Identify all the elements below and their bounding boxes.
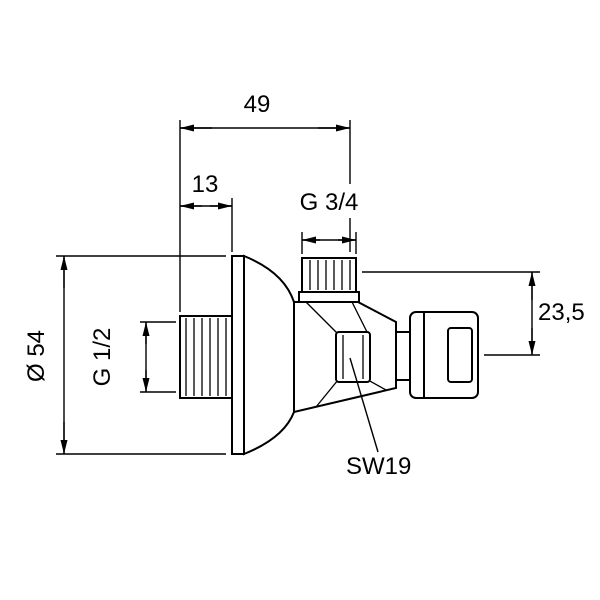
callout-wrench-size: SW19 xyxy=(346,357,411,480)
dim-label-inlet-length: 13 xyxy=(192,171,219,198)
dim-label-outlet-thread: G 3/4 xyxy=(300,189,359,216)
dim-label-flange-diameter: Ø 54 xyxy=(23,330,50,382)
dimension-total-width: 49 xyxy=(179,91,351,312)
dimension-height-offset: 23,5 xyxy=(362,271,585,356)
dimension-flange-diameter: Ø 54 xyxy=(23,255,226,455)
valve-object xyxy=(179,254,479,456)
dimension-inlet-thread: G 1/2 xyxy=(89,321,176,393)
hex-cap xyxy=(335,331,371,383)
dim-label-height-offset: 23,5 xyxy=(538,299,585,326)
outlet-thread xyxy=(298,257,360,303)
inlet-thread xyxy=(179,315,233,399)
dim-label-wrench-size: SW19 xyxy=(346,453,411,480)
dimension-inlet-length: 13 xyxy=(180,171,233,252)
handle-knob xyxy=(395,311,479,399)
wall-flange xyxy=(231,254,295,456)
dimension-outlet-thread: G 3/4 xyxy=(300,189,359,254)
dim-label-inlet-thread: G 1/2 xyxy=(89,328,116,387)
dim-label-total-width: 49 xyxy=(244,91,271,118)
